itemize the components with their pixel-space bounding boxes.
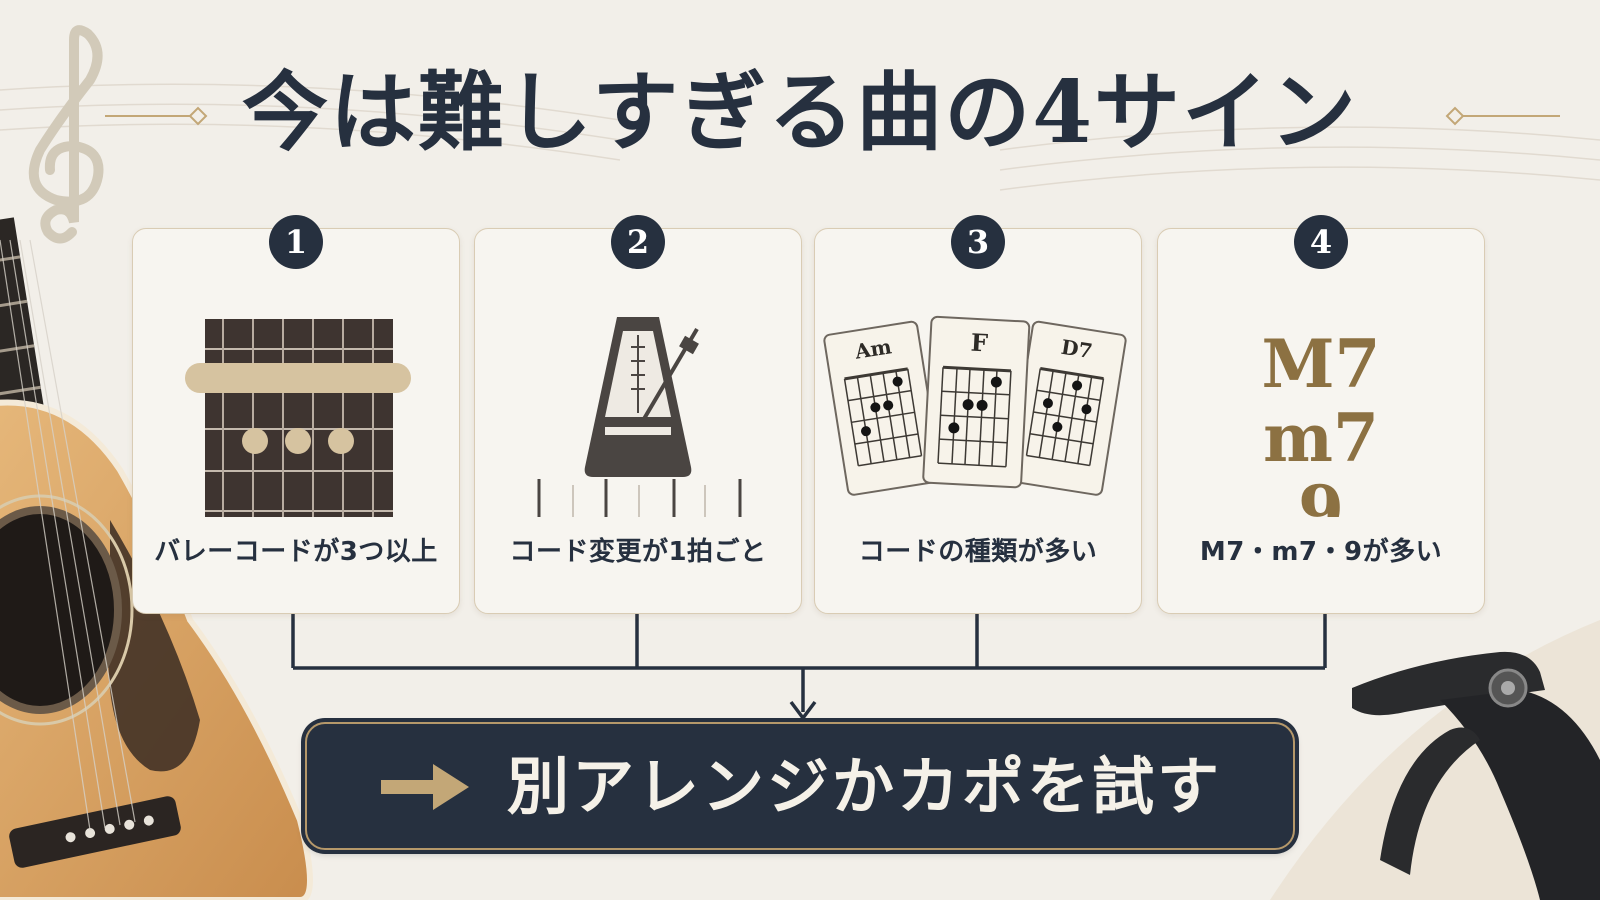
chord-card-d7: D7 — [1008, 320, 1127, 496]
treble-clef-icon — [28, 25, 104, 244]
chord-card-am: Am — [823, 320, 942, 496]
fretboard-icon — [185, 319, 411, 517]
chord-type-m7-major: M7 — [1262, 325, 1381, 403]
sign-label-3: コードの種類が多い — [858, 537, 1098, 567]
action-text: 別アレンジかカポを試す — [507, 750, 1223, 823]
sign-label-2: コード変更が1拍ごと — [509, 537, 767, 567]
arrow-right-icon — [381, 764, 469, 810]
capo-icon — [1352, 651, 1600, 900]
quarter-note-icon — [537, 479, 742, 517]
step-badge-3: 3 — [951, 215, 1005, 269]
step-badge-1: 1 — [269, 215, 323, 269]
chord-type-9: 9 — [1298, 471, 1344, 517]
sign-card-1: 1 バレーコードが3つ以上 — [132, 215, 460, 614]
sign-card-3: 3 Am D7 — [814, 215, 1142, 614]
metronome-icon — [537, 317, 742, 517]
guitar-icon — [0, 217, 313, 900]
chord-name-f: F — [970, 328, 989, 358]
chord-type-list: M7 m7 9 — [1262, 325, 1381, 517]
chord-name-d7: D7 — [1059, 335, 1094, 364]
step-badge-4: 4 — [1294, 215, 1348, 269]
page-title: 今は難しすぎる曲の4サイン — [241, 62, 1359, 163]
chord-type-m7-minor: m7 — [1263, 399, 1379, 477]
chord-card-f: F — [922, 315, 1031, 489]
chord-diagrams: Am D7 — [823, 315, 1127, 496]
action-banner: 別アレンジかカポを試す — [305, 722, 1295, 850]
sign-card-2: 2 コード変更が1拍ごと — [474, 215, 802, 614]
chord-name-am: Am — [852, 334, 893, 364]
step-badge-2: 2 — [611, 215, 665, 269]
sign-card-4: 4 M7 m7 9 M7・m7・9が多い — [1157, 215, 1485, 614]
sign-label-1: バレーコードが3つ以上 — [154, 537, 438, 567]
sign-label-4: M7・m7・9が多い — [1199, 537, 1443, 567]
